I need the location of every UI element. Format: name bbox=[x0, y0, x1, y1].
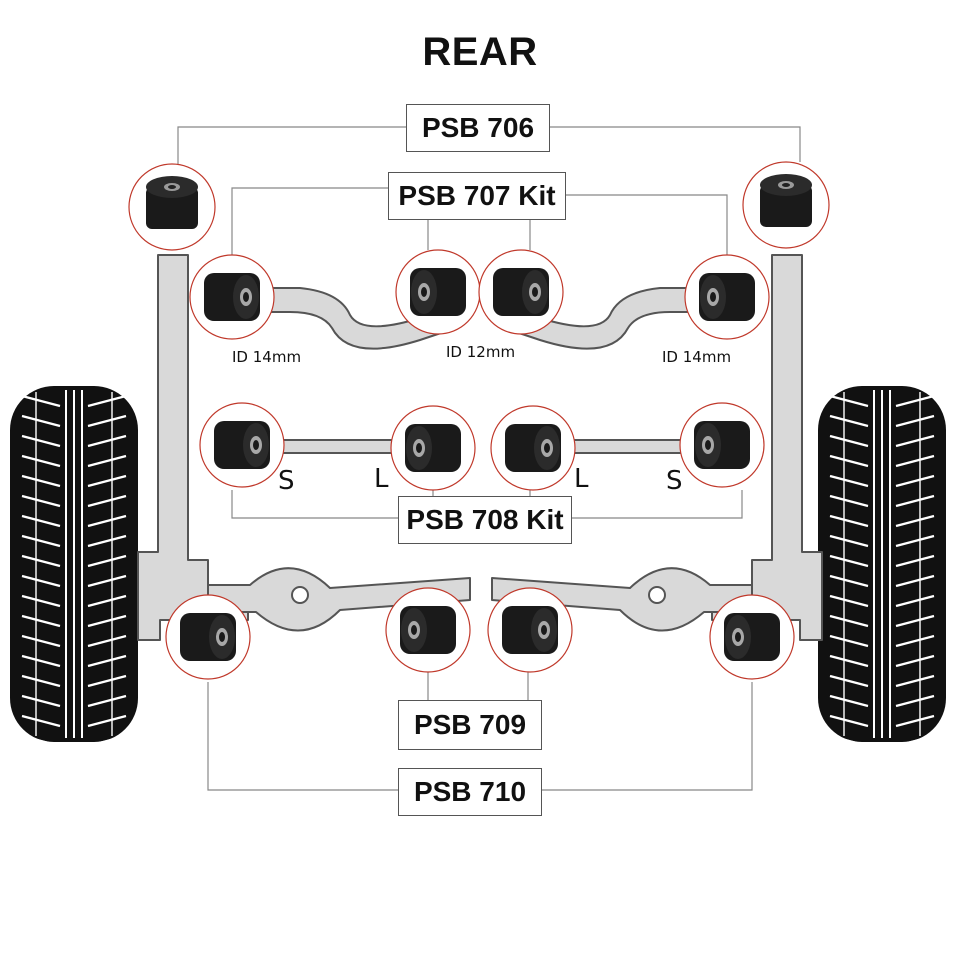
label-psb-707-kit: PSB 707 Kit bbox=[388, 172, 566, 220]
bush-707-outer-right bbox=[684, 254, 770, 340]
bush-708-long-left bbox=[390, 405, 476, 491]
label-psb-710: PSB 710 bbox=[398, 768, 542, 816]
size-label-short-right: S bbox=[666, 466, 683, 496]
size-label-long-left: L bbox=[374, 464, 389, 494]
lower-arm-hole-left bbox=[291, 586, 309, 604]
bush-708-long-right bbox=[490, 405, 576, 491]
bush-710-left bbox=[165, 594, 251, 680]
size-label-long-right: L bbox=[574, 464, 589, 494]
bush-710-right bbox=[709, 594, 795, 680]
bush-706-right bbox=[742, 161, 830, 249]
bush-706-left bbox=[128, 163, 216, 251]
bush-707-inner-left bbox=[395, 249, 481, 335]
bush-709-right bbox=[487, 587, 573, 673]
bush-708-short-left bbox=[199, 402, 285, 488]
left-tyre bbox=[10, 386, 138, 748]
bore-label-right: ID 14mm bbox=[662, 348, 732, 366]
label-psb-706: PSB 706 bbox=[406, 104, 550, 152]
bore-label-left: ID 14mm bbox=[232, 348, 302, 366]
label-psb-709: PSB 709 bbox=[398, 700, 542, 750]
bush-709-left bbox=[385, 587, 471, 673]
bush-707-outer-left bbox=[189, 254, 275, 340]
lower-arm-hole-right bbox=[648, 586, 666, 604]
bushings bbox=[128, 161, 830, 680]
right-tyre-tread bbox=[829, 390, 935, 748]
diagram-title: REAR bbox=[422, 30, 538, 74]
bore-label-center: ID 12mm bbox=[446, 343, 516, 361]
label-psb-708-kit: PSB 708 Kit bbox=[398, 496, 572, 544]
size-label-short-left: S bbox=[278, 466, 295, 496]
bush-707-inner-right bbox=[478, 249, 564, 335]
left-tyre-tread bbox=[21, 390, 127, 748]
subframe bbox=[137, 254, 823, 641]
right-tyre bbox=[818, 386, 946, 748]
bush-708-short-right bbox=[679, 402, 765, 488]
